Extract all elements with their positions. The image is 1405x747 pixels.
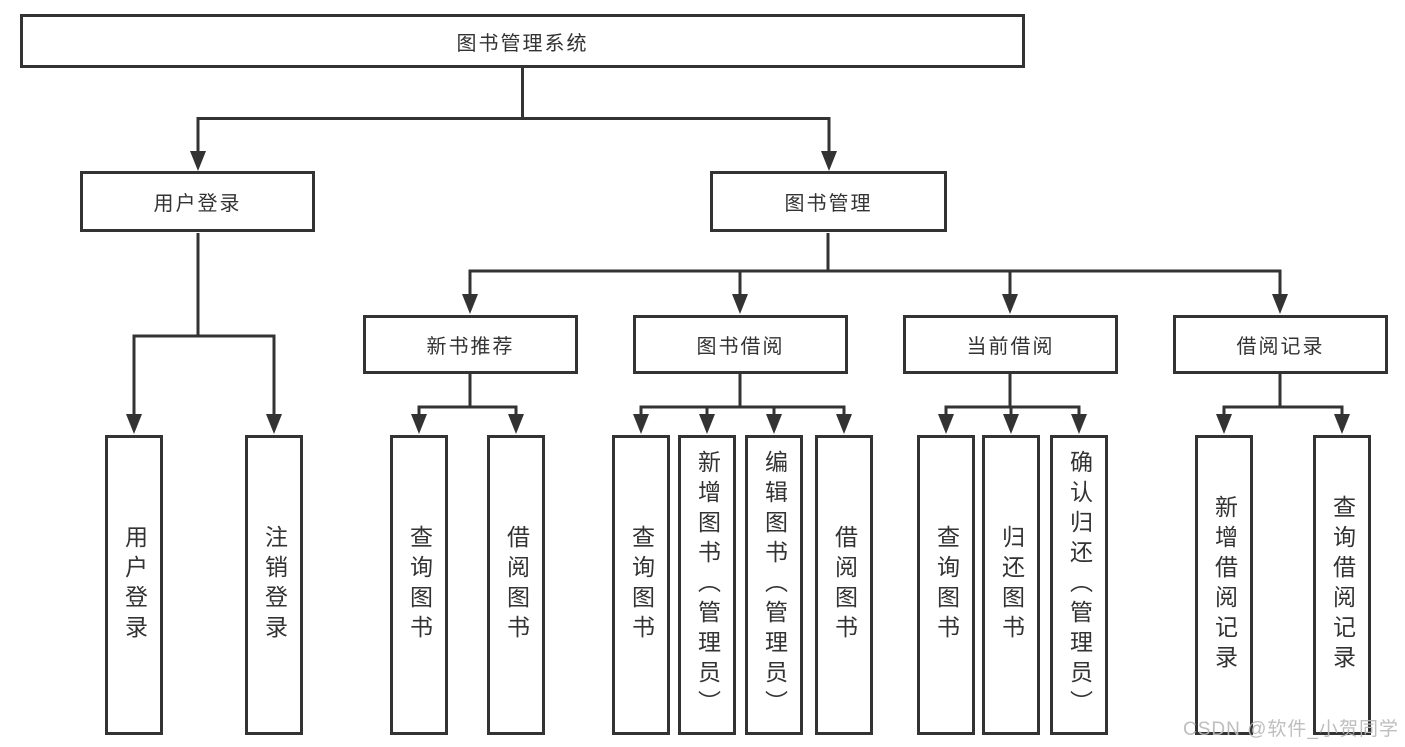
node-book-management: 图书管理 xyxy=(710,171,947,232)
leaf-user-login: 用户登录 xyxy=(105,435,163,735)
leaf-query-books-current: 查询图书 xyxy=(917,435,975,735)
leaf-borrow-books: 借阅图书 xyxy=(815,435,873,735)
leaf-edit-books-admin: 编辑图书（管理员） xyxy=(745,435,803,735)
connector-paths xyxy=(132,68,1344,416)
leaf-add-books-admin: 新增图书（管理员） xyxy=(678,435,736,735)
node-book-borrowing: 图书借阅 xyxy=(633,315,848,374)
leaf-query-books-borrow: 查询图书 xyxy=(612,435,670,735)
node-library-system: 图书管理系统 xyxy=(20,14,1025,68)
leaf-query-borrow-record: 查询借阅记录 xyxy=(1313,435,1371,735)
arrow-down-icons xyxy=(126,151,1350,434)
leaf-confirm-return-admin: 确认归还（管理员） xyxy=(1050,435,1108,735)
node-borrow-records: 借阅记录 xyxy=(1173,315,1388,374)
leaf-query-books-recommend: 查询图书 xyxy=(390,435,448,735)
leaf-logout-login: 注销登录 xyxy=(245,435,303,735)
csdn-watermark: CSDN @软件_小贺同学 xyxy=(1183,719,1399,740)
node-current-borrowing: 当前借阅 xyxy=(903,315,1118,374)
leaf-return-books: 归还图书 xyxy=(982,435,1040,735)
node-new-book-recommend: 新书推荐 xyxy=(363,315,578,374)
leaf-add-borrow-record: 新增借阅记录 xyxy=(1195,435,1253,735)
leaf-borrow-books-recommend: 借阅图书 xyxy=(487,435,545,735)
node-user-login: 用户登录 xyxy=(80,171,315,232)
